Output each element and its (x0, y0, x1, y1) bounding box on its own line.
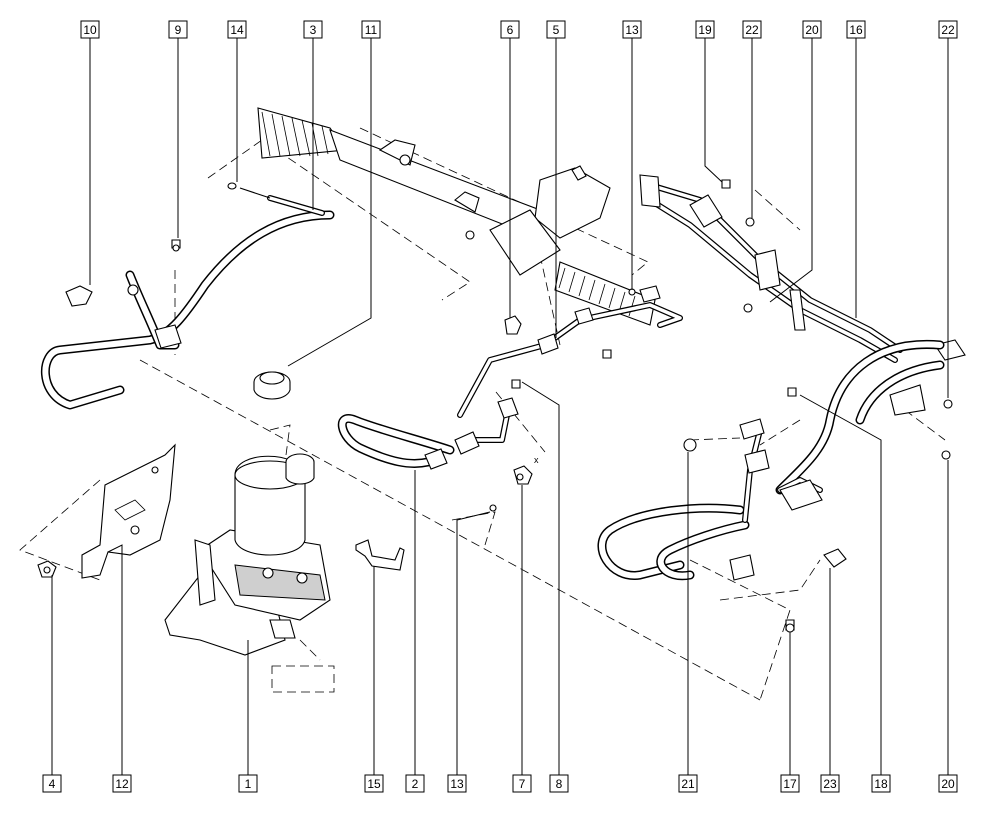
callout-box: 7 (512, 774, 532, 793)
callout-box: 16 (846, 20, 866, 39)
callout-box: 22 (742, 20, 762, 39)
callout-label: 12 (115, 777, 129, 791)
hose-3-drawing (41, 195, 335, 410)
pump-unit-drawing (164, 453, 331, 656)
callout-box: 4 (42, 774, 62, 793)
callout-label: 20 (941, 777, 955, 791)
callout-label: 7 (519, 777, 526, 791)
callout-label: 13 (450, 777, 464, 791)
leader-lines (51, 38, 949, 775)
callout-label: 21 (681, 777, 695, 791)
callout-box: 3 (303, 20, 323, 39)
reservoir-cap-drawing (253, 371, 291, 400)
callout-box: 21 (678, 774, 698, 793)
callout-label: 20 (805, 23, 819, 37)
callout-label: 10 (83, 23, 97, 37)
callout-box: 2 (405, 774, 425, 793)
callout-box: 19 (695, 20, 715, 39)
callout-box: 5 (546, 20, 566, 39)
callout-box: 15 (364, 774, 384, 793)
callout-label: 23 (823, 777, 837, 791)
callout-box: 14 (227, 20, 247, 39)
callout-box: 10 (80, 20, 100, 39)
callout-box: 11 (361, 20, 381, 39)
small-parts-left (65, 182, 271, 307)
callout-label: 18 (874, 777, 888, 791)
hose-2-drawing (337, 285, 683, 470)
callout-label: 3 (310, 23, 317, 37)
callout-box: 13 (622, 20, 642, 39)
callout-box: 20 (802, 20, 822, 39)
callout-label: 17 (783, 777, 797, 791)
callout-label: 11 (365, 23, 378, 37)
callout-box: 8 (549, 774, 569, 793)
small-parts-middle: x (489, 288, 636, 512)
callout-label: 22 (745, 23, 759, 37)
callout-box: 22 (938, 20, 958, 39)
callout-box: 23 (820, 774, 840, 793)
callout-label: 8 (556, 777, 563, 791)
callout-label: 15 (367, 777, 381, 791)
callout-box: 6 (500, 20, 520, 39)
clip-15-drawing (355, 539, 405, 571)
callout-label: 13 (625, 23, 639, 37)
callout-label: 9 (175, 23, 182, 37)
pipe-assembly-16-drawing (639, 174, 966, 416)
callout-label: 6 (507, 23, 514, 37)
callout-box: 9 (168, 20, 188, 39)
callout-label: 5 (553, 23, 560, 37)
callout-box: 13 (447, 774, 467, 793)
callout-label: 22 (941, 23, 955, 37)
bolt-4-drawing (37, 560, 57, 578)
axis-mark: x (534, 455, 539, 465)
callout-label: 19 (698, 23, 712, 37)
hose-18-drawing (597, 339, 953, 633)
callout-box: 1 (238, 774, 258, 793)
callout-label: 2 (412, 777, 419, 791)
callout-box: 12 (112, 774, 132, 793)
top-callouts: 10 9 14 3 11 6 5 13 19 22 20 16 22 (80, 20, 958, 39)
bracket-12-drawing (81, 443, 176, 579)
callout-label: 1 (245, 777, 252, 791)
callout-label: 16 (849, 23, 863, 37)
callout-box: 20 (938, 774, 958, 793)
callout-box: 17 (780, 774, 800, 793)
callout-label: 4 (49, 777, 56, 791)
bottom-callouts: 4 12 1 15 2 13 7 8 21 17 23 18 20 (42, 774, 958, 793)
callout-label: 14 (230, 23, 244, 37)
callout-box: 18 (871, 774, 891, 793)
